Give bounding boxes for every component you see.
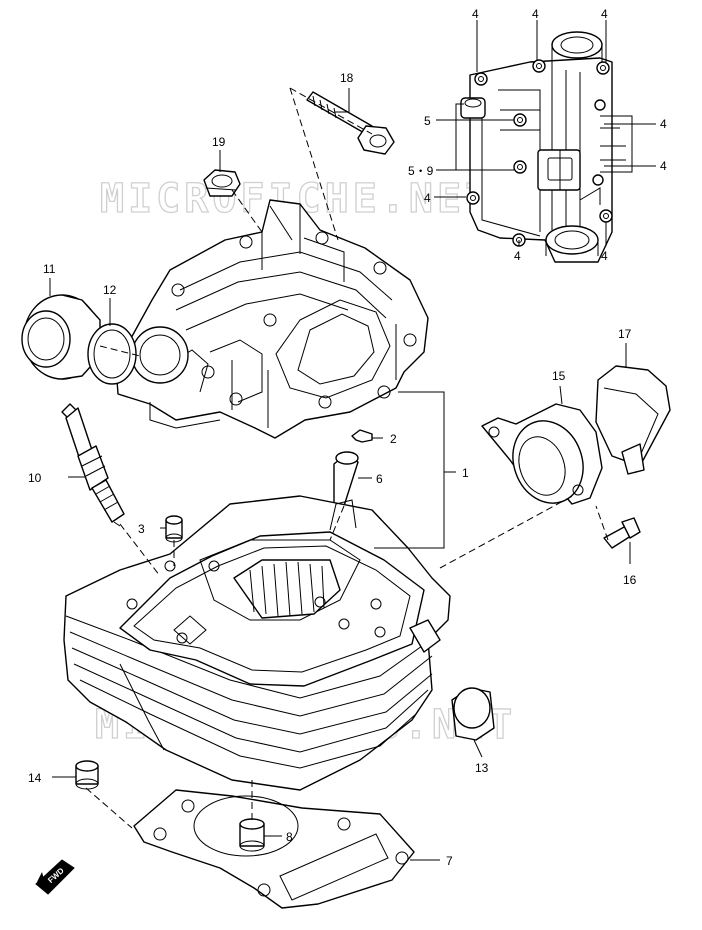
nut-19 — [203, 169, 241, 197]
callout-5: 5 — [424, 114, 431, 128]
callout-13: 13 — [475, 761, 489, 775]
spark-plug-10 — [61, 403, 125, 527]
fwd-direction-arrow: FWD — [35, 859, 75, 895]
callout-4g: 4 — [514, 249, 521, 263]
callout-19: 19 — [212, 135, 226, 149]
screw-16 — [603, 517, 641, 549]
valve-guide-6 — [333, 451, 359, 507]
callout-14: 14 — [28, 771, 42, 785]
callout-4e: 4 — [660, 159, 667, 173]
callout-17: 17 — [618, 327, 632, 341]
callout-4h: 4 — [601, 249, 608, 263]
callout-4c: 4 — [601, 7, 608, 21]
callout-11: 11 — [43, 262, 56, 276]
callout-labels: 1 2 3 4 4 4 4 4 4 4 4 5 5・9 6 7 8 10 11 … — [28, 7, 667, 868]
callout-16: 16 — [623, 573, 637, 587]
dowel-pin-14 — [75, 760, 99, 790]
plug-13 — [451, 687, 495, 741]
callout-12: 12 — [103, 283, 117, 297]
callout-4f: 4 — [424, 191, 431, 205]
callout-6: 6 — [376, 472, 383, 486]
cap-11 — [21, 294, 101, 380]
dowel-pin-8 — [239, 818, 265, 852]
callout-8: 8 — [286, 830, 293, 844]
leader-lines — [49, 20, 656, 861]
callout-4d: 4 — [660, 117, 667, 131]
callout-10: 10 — [28, 471, 42, 485]
cylinder-head — [115, 199, 429, 439]
cylinder-block — [63, 495, 451, 791]
clamp-17 — [595, 365, 671, 475]
callout-18: 18 — [340, 71, 354, 85]
callout-7: 7 — [446, 854, 453, 868]
callout-2: 2 — [390, 432, 397, 446]
cylinder-head-cover — [460, 31, 633, 263]
callout-15: 15 — [552, 369, 566, 383]
callout-4a: 4 — [472, 7, 479, 21]
intake-pipe-15 — [481, 403, 603, 505]
callout-4b: 4 — [532, 7, 539, 21]
dowel-pin-3 — [165, 515, 183, 543]
clip-2 — [351, 429, 373, 443]
bolt-18 — [306, 91, 395, 155]
cylinder-gasket-7 — [133, 789, 415, 909]
callout-1: 1 — [462, 466, 469, 480]
o-ring-12 — [87, 323, 137, 385]
callout-3: 3 — [138, 522, 145, 536]
callout-5-9: 5・9 — [408, 164, 434, 178]
assembly-lines — [85, 87, 609, 829]
